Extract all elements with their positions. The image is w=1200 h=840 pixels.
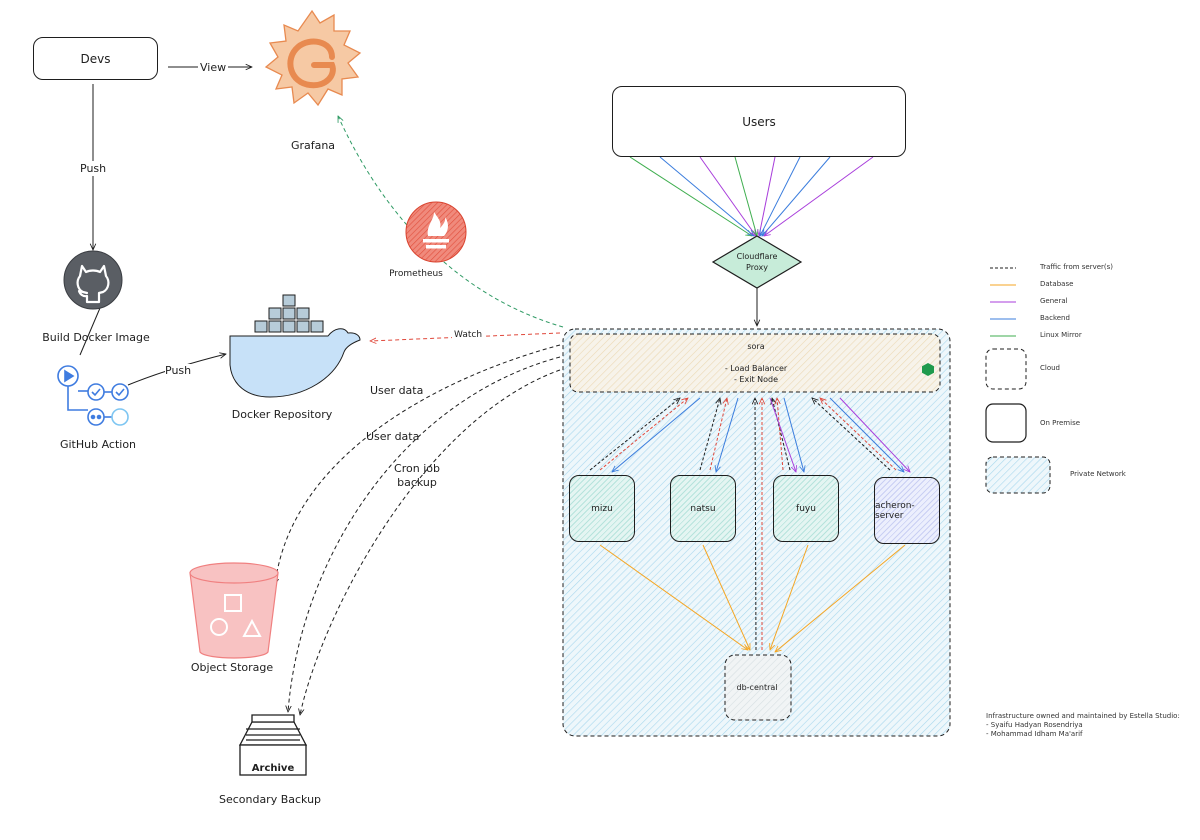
push-label-1: Push: [80, 161, 107, 176]
users-box: Users: [612, 86, 906, 157]
archive-icon: [238, 714, 308, 776]
legend-cloud-swatch: [985, 348, 1027, 390]
cron-job-label: Cron job: [394, 462, 440, 475]
cloudflare-label-2: Proxy: [746, 263, 768, 272]
server-acheron: acheron-server: [874, 477, 940, 544]
legend-linux-mirror-text: Linux Mirror: [1040, 331, 1082, 339]
user-data-label-2: User data: [366, 430, 420, 443]
object-storage-icon: [189, 562, 279, 659]
archive-label: Archive: [251, 763, 295, 774]
cron-backup-label: backup: [397, 476, 437, 489]
docker-repository-label: Docker Repository: [231, 408, 333, 421]
docker-logo: [229, 294, 361, 398]
users-label: Users: [742, 114, 776, 129]
users-to-cloudflare-arrows: [629, 156, 874, 236]
push-label-2: Push: [165, 364, 192, 377]
sora-line-2: - Exit Node: [734, 375, 778, 384]
github-action-label: GitHub Action: [59, 438, 137, 451]
sora-line-1: - Load Balancer: [724, 364, 788, 373]
github-action-icon: [57, 365, 129, 426]
legend-traffic-text: Traffic from server(s): [1040, 263, 1114, 271]
devs-box: Devs: [33, 37, 158, 80]
footer-line-1: Infrastructure owned and maintained by E…: [986, 712, 1180, 720]
github-logo: [63, 250, 123, 310]
legend-on-premise-text: On Premise: [1040, 419, 1081, 427]
server-fuyu: fuyu: [773, 475, 839, 542]
grafana-label: Grafana: [290, 139, 336, 152]
database-arrows: [599, 544, 906, 652]
legend-cloud-text: Cloud: [1040, 364, 1060, 372]
watch-label: Watch: [452, 330, 485, 340]
prometheus-label: Prometheus: [389, 269, 443, 279]
server-natsu: natsu: [670, 475, 736, 542]
cloudflare-label-1: Cloudflare: [736, 252, 778, 261]
server-acheron-label: acheron-server: [875, 500, 915, 521]
legend-private-network-swatch: [985, 456, 1051, 494]
build-docker-image-label: Build Docker Image: [42, 331, 150, 344]
legend-general-text: General: [1040, 297, 1068, 305]
object-storage-label: Object Storage: [190, 661, 274, 674]
devs-label: Devs: [80, 51, 111, 66]
footer-line-3: - Mohammad Idham Ma'arif: [986, 730, 1083, 738]
grafana-logo: [264, 9, 362, 107]
footer-credits: Infrastructure owned and maintained by E…: [986, 712, 1180, 739]
server-mizu-label: mizu: [591, 503, 613, 514]
db-central-box: [724, 654, 792, 721]
legend-on-premise-swatch: [985, 403, 1027, 443]
legend-lines: [990, 267, 1016, 337]
sora-box: [569, 333, 941, 393]
server-natsu-label: natsu: [690, 503, 716, 514]
cloudflare-diamond: [711, 235, 803, 289]
legend-private-network-text: Private Network: [1070, 470, 1126, 478]
server-mizu: mizu: [569, 475, 635, 542]
footer-line-2: - Syaifu Hadyan Rosendriya: [986, 721, 1083, 729]
user-data-label-1: User data: [370, 384, 424, 397]
server-sora-arrows: [589, 398, 910, 651]
secondary-backup-label: Secondary Backup: [218, 793, 322, 806]
sora-name: sora: [747, 342, 765, 351]
legend-database-text: Database: [1040, 280, 1074, 288]
sora-nginx-icon: [922, 363, 934, 376]
prometheus-logo: [405, 201, 467, 263]
server-fuyu-label: fuyu: [796, 503, 816, 514]
private-network-region: [562, 328, 951, 737]
view-label: View: [198, 61, 229, 74]
db-central-label: db-central: [736, 683, 778, 692]
legend-backend-text: Backend: [1040, 314, 1070, 322]
